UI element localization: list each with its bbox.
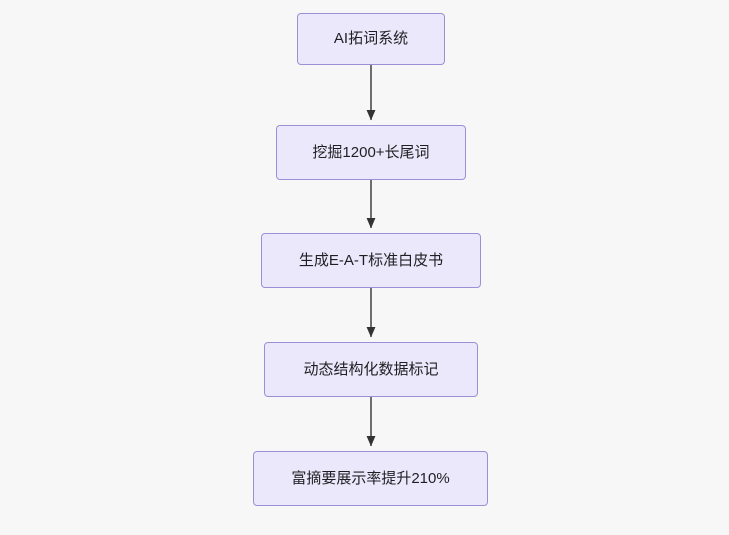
- flow-node-label: 挖掘1200+长尾词: [312, 143, 430, 161]
- flow-node-dynamic-structured-data-markup[interactable]: 动态结构化数据标记: [264, 342, 478, 397]
- flow-node-ai-keyword-system[interactable]: AI拓词系统: [297, 13, 445, 65]
- flow-node-generate-eat-whitepaper[interactable]: 生成E-A-T标准白皮书: [261, 233, 481, 288]
- flow-node-label: 富摘要展示率提升210%: [291, 469, 450, 487]
- flow-node-mine-longtail-keywords[interactable]: 挖掘1200+长尾词: [276, 125, 466, 180]
- flow-node-label: 生成E-A-T标准白皮书: [298, 251, 444, 269]
- flow-node-rich-snippet-impression-uplift[interactable]: 富摘要展示率提升210%: [253, 451, 488, 506]
- flow-node-label: AI拓词系统: [333, 30, 409, 47]
- flow-node-label: 动态结构化数据标记: [303, 360, 439, 378]
